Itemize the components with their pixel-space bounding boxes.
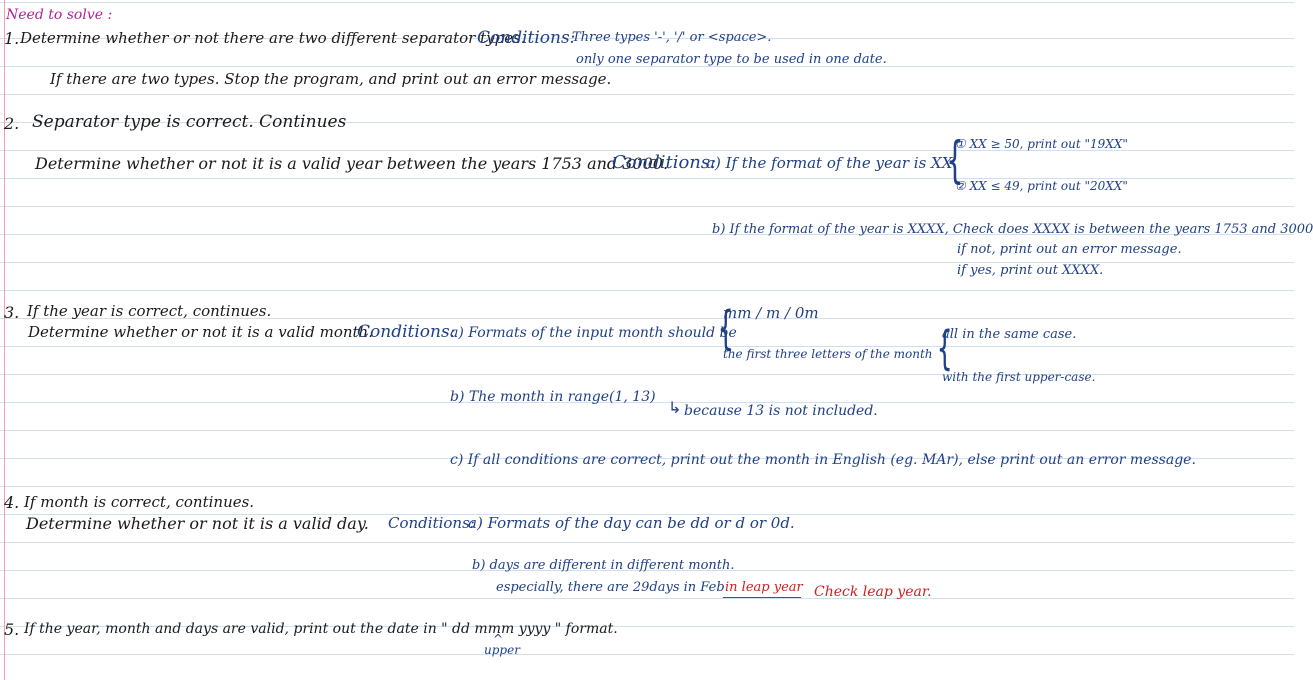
item-3-conditions-label: Conditions: bbox=[357, 322, 456, 342]
item-4-leap-check: Check leap year. bbox=[814, 584, 932, 600]
leap-underline bbox=[723, 597, 801, 598]
month-case-brace: { bbox=[936, 321, 953, 375]
item-3-case-2: with the first upper-case. bbox=[942, 370, 1096, 384]
item-4-cond-a: a) Formats of the day can be dd or d or … bbox=[468, 514, 795, 532]
because-hook: ↳ bbox=[668, 398, 682, 417]
item-1-number: 1. bbox=[4, 29, 20, 48]
item-3-heading: If the year is correct, continues. bbox=[27, 302, 272, 320]
item-1-note: If there are two types. Stop the program… bbox=[50, 70, 612, 88]
item-2-cond-a-2: ② XX ≤ 49, print out "20XX" bbox=[955, 179, 1128, 193]
item-3-cond-b: b) The month in range(1, 13) bbox=[450, 389, 656, 405]
item-5-upper-note: upper bbox=[484, 643, 520, 657]
item-4-cond-b: b) days are different in different month… bbox=[472, 558, 735, 573]
item-1-condition-2: only one separator type to be used in on… bbox=[576, 52, 887, 67]
item-2-conditions-label: Conditions: bbox=[612, 152, 717, 173]
item-5-text: If the year, month and days are valid, p… bbox=[24, 621, 618, 637]
item-1-heading: Determine whether or not there are two d… bbox=[20, 29, 526, 47]
item-4-task: Determine whether or not it is a valid d… bbox=[26, 514, 369, 533]
item-2-cond-a: a) If the format of the year is XX bbox=[706, 154, 953, 172]
page-title: Need to solve : bbox=[6, 7, 113, 23]
item-2-task: Determine whether or not it is a valid y… bbox=[35, 154, 669, 173]
item-2-cond-a-1: ① XX ≥ 50, print out "19XX" bbox=[955, 137, 1128, 151]
year-brace: { bbox=[946, 131, 964, 189]
item-3-cond-b-note: because 13 is not included. bbox=[684, 403, 878, 419]
item-3-cond-a: a) Formats of the input month should be bbox=[450, 325, 737, 341]
item-3-task: Determine whether or not it is a valid m… bbox=[28, 323, 373, 341]
item-3-cond-c: c) If all conditions are correct, print … bbox=[450, 452, 1196, 468]
item-2-cond-b-yes: if yes, print out XXXX. bbox=[957, 263, 1104, 278]
margin-line bbox=[4, 0, 5, 680]
item-1-condition-1: Three types '-', '/' or <space>. bbox=[572, 30, 772, 45]
item-3-format-1: mm / m / 0m bbox=[723, 304, 819, 322]
item-2-cond-b: b) If the format of the year is XXXX, Ch… bbox=[712, 222, 1313, 237]
item-3-number: 3. bbox=[4, 303, 20, 322]
item-3-case-1: all in the same case. bbox=[942, 327, 1077, 342]
item-2-number: 2. bbox=[4, 114, 20, 133]
item-4-conditions-label: Conditions: bbox=[388, 514, 475, 532]
item-4-heading: If month is correct, continues. bbox=[24, 493, 255, 511]
item-3-format-2: the first three letters of the month bbox=[723, 347, 933, 361]
item-1-conditions-label: Conditions: bbox=[477, 28, 576, 48]
item-4-leap-phrase: in leap year bbox=[725, 580, 803, 595]
item-4-number: 4. bbox=[4, 493, 20, 512]
item-2-cond-b-no: if not, print out an error message. bbox=[957, 242, 1182, 257]
month-format-brace: { bbox=[717, 301, 734, 355]
item-4-cond-b-note: especially, there are 29days in Feb bbox=[496, 580, 725, 595]
upper-caret: ^ bbox=[493, 632, 504, 646]
item-5-number: 5. bbox=[4, 620, 20, 639]
item-2-heading: Separator type is correct. Continues bbox=[32, 112, 347, 132]
